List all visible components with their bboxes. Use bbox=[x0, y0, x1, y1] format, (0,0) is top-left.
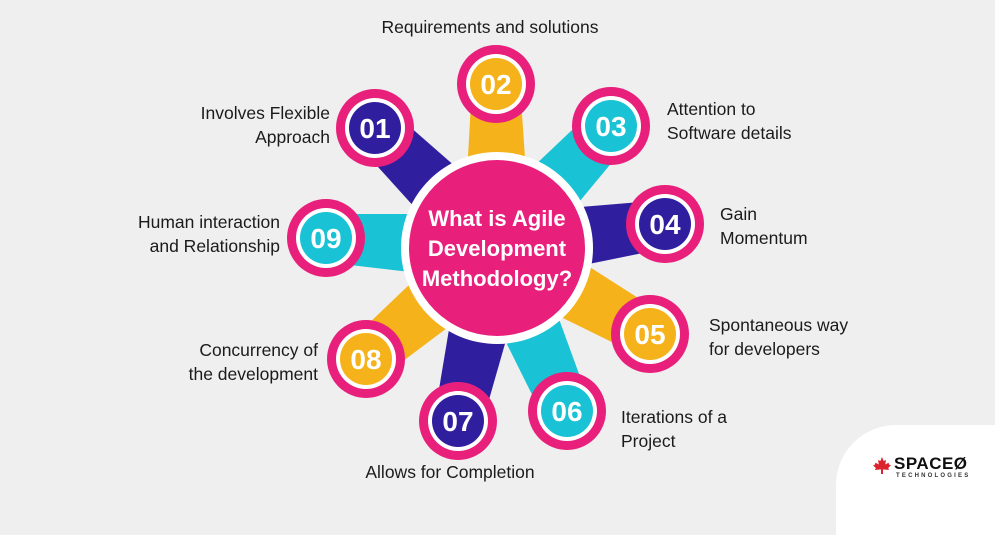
logo-tagline: TECHNOLOGIES bbox=[896, 473, 971, 479]
hub-circle bbox=[409, 160, 585, 336]
node-02: 02 bbox=[457, 45, 535, 123]
label-05-line-2: for developers bbox=[709, 339, 820, 359]
label-06-line-1: Iterations of a bbox=[621, 407, 728, 427]
node-01: 01 bbox=[336, 89, 414, 167]
label-04: Gain Momentum bbox=[720, 202, 870, 250]
node-01-number: 01 bbox=[359, 113, 390, 144]
label-03: Attention to Software details bbox=[667, 97, 867, 145]
node-08-core bbox=[340, 333, 392, 385]
node-07-core bbox=[432, 395, 484, 447]
label-08: Concurrency of the development bbox=[100, 338, 318, 386]
node-06: 06 bbox=[528, 372, 606, 450]
company-logo: SPACEØ TECHNOLOGIES bbox=[872, 454, 990, 490]
label-03-line-1: Attention to bbox=[667, 99, 756, 119]
node-08-number: 08 bbox=[350, 344, 381, 375]
node-07-number: 07 bbox=[442, 406, 473, 437]
node-04: 04 bbox=[626, 185, 704, 263]
node-07: 07 bbox=[419, 382, 497, 460]
node-09: 09 bbox=[287, 199, 365, 277]
label-01-line-2: Approach bbox=[255, 127, 330, 147]
label-09: Human interaction and Relationship bbox=[60, 210, 280, 258]
node-03-number: 03 bbox=[595, 111, 626, 142]
label-04-line-1: Gain bbox=[720, 204, 757, 224]
node-04-number: 04 bbox=[649, 209, 681, 240]
label-09-line-2: and Relationship bbox=[149, 236, 280, 256]
hub-title-line-1: What is Agile bbox=[428, 206, 565, 231]
node-02-core bbox=[470, 58, 522, 110]
label-02: Requirements and solutions bbox=[330, 15, 650, 39]
label-08-line-2: the development bbox=[188, 364, 318, 384]
label-06-line-2: Project bbox=[621, 431, 676, 451]
node-06-core bbox=[541, 385, 593, 437]
node-02-number: 02 bbox=[480, 69, 511, 100]
node-06-number: 06 bbox=[551, 396, 582, 427]
node-09-core bbox=[300, 212, 352, 264]
label-01-line-1: Involves Flexible bbox=[200, 103, 330, 123]
label-05: Spontaneous way for developers bbox=[709, 313, 909, 361]
node-03-core bbox=[585, 100, 637, 152]
label-09-line-1: Human interaction bbox=[137, 212, 280, 232]
label-01: Involves Flexible Approach bbox=[150, 101, 330, 149]
hub-title-line-2: Development bbox=[428, 236, 567, 261]
node-05: 05 bbox=[611, 295, 689, 373]
node-04-core bbox=[639, 198, 691, 250]
label-05-line-1: Spontaneous way bbox=[709, 315, 849, 335]
node-05-number: 05 bbox=[634, 319, 665, 350]
label-08-line-1: Concurrency of bbox=[199, 340, 318, 360]
label-07-line-1: Allows for Completion bbox=[365, 462, 535, 482]
label-06: Iterations of a Project bbox=[621, 405, 801, 453]
node-01-core bbox=[349, 102, 401, 154]
label-03-line-2: Software details bbox=[667, 123, 792, 143]
label-07: Allows for Completion bbox=[320, 460, 580, 484]
node-08: 08 bbox=[327, 320, 405, 398]
logo-wordmark: SPACEØ bbox=[894, 454, 968, 473]
label-04-line-2: Momentum bbox=[720, 228, 808, 248]
label-02-line-1: Requirements and solutions bbox=[381, 17, 599, 37]
node-05-core bbox=[624, 308, 676, 360]
maple-leaf-icon bbox=[873, 457, 891, 474]
node-09-number: 09 bbox=[310, 223, 341, 254]
node-03: 03 bbox=[572, 87, 650, 165]
hub-title-line-3: Methodology? bbox=[422, 266, 572, 291]
